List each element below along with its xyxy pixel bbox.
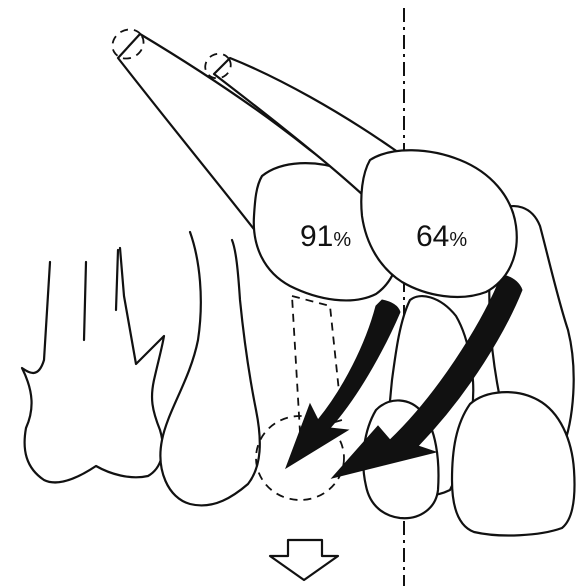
left-tooth — [22, 248, 164, 482]
second-tooth — [160, 232, 259, 505]
down-arrow-icon — [270, 540, 338, 580]
